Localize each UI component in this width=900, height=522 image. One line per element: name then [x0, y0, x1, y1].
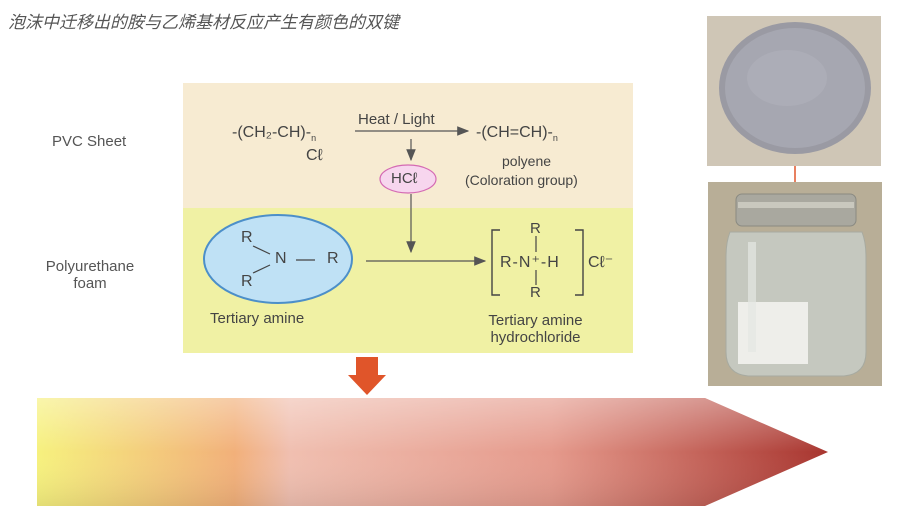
salt-name: Tertiary amine hydrochloride [468, 312, 603, 346]
amine-r-top: R [241, 229, 253, 246]
salt-chloride: Cℓ⁻ [588, 254, 614, 271]
hcl-ellipse [379, 164, 437, 194]
tertiary-amine-ellipse [203, 214, 353, 304]
polyene-label: polyene [502, 153, 552, 169]
amine-r-right: R [327, 250, 339, 267]
heat-light-label: Heat / Light [358, 111, 435, 128]
figure-title: 泡沫中迁移出的胺与乙烯基材反应产生有颜色的双键 [8, 13, 399, 33]
hcl-label: HCℓ [391, 170, 418, 187]
label-polyurethane-line1: Polyurethane [45, 258, 135, 275]
amine-nitrogen: N [275, 250, 287, 267]
tertiary-amine-label: Tertiary amine [210, 310, 305, 327]
pvc-monomer: -(CH₂-CH)-n [232, 124, 317, 144]
pvc-chlorine: Cℓ [306, 147, 323, 164]
coloration-group-label: (Coloration group) [465, 172, 578, 188]
salt-r-top: R [530, 220, 541, 237]
salt-formula: R-N⁺-H [500, 254, 560, 271]
down-arrow-shaft [356, 357, 378, 379]
pvc-disc-photo [707, 16, 881, 166]
polyene-formula: -(CH=CH)-n [476, 124, 558, 144]
salt-r-bottom: R [530, 284, 541, 301]
down-arrow-head [348, 375, 386, 395]
salt-name-line2: hydrochloride [490, 329, 581, 346]
salt-name-line1: Tertiary amine [488, 312, 583, 329]
label-polyurethane: Polyurethane foam [40, 258, 140, 292]
glass-jar-photo [708, 182, 882, 386]
salt-bracket-right [575, 229, 584, 296]
amine-r-bottom: R [241, 273, 253, 290]
label-polyurethane-line2: foam [73, 275, 107, 292]
salt-bracket-left [491, 229, 500, 296]
label-pvc-sheet: PVC Sheet [52, 133, 127, 150]
